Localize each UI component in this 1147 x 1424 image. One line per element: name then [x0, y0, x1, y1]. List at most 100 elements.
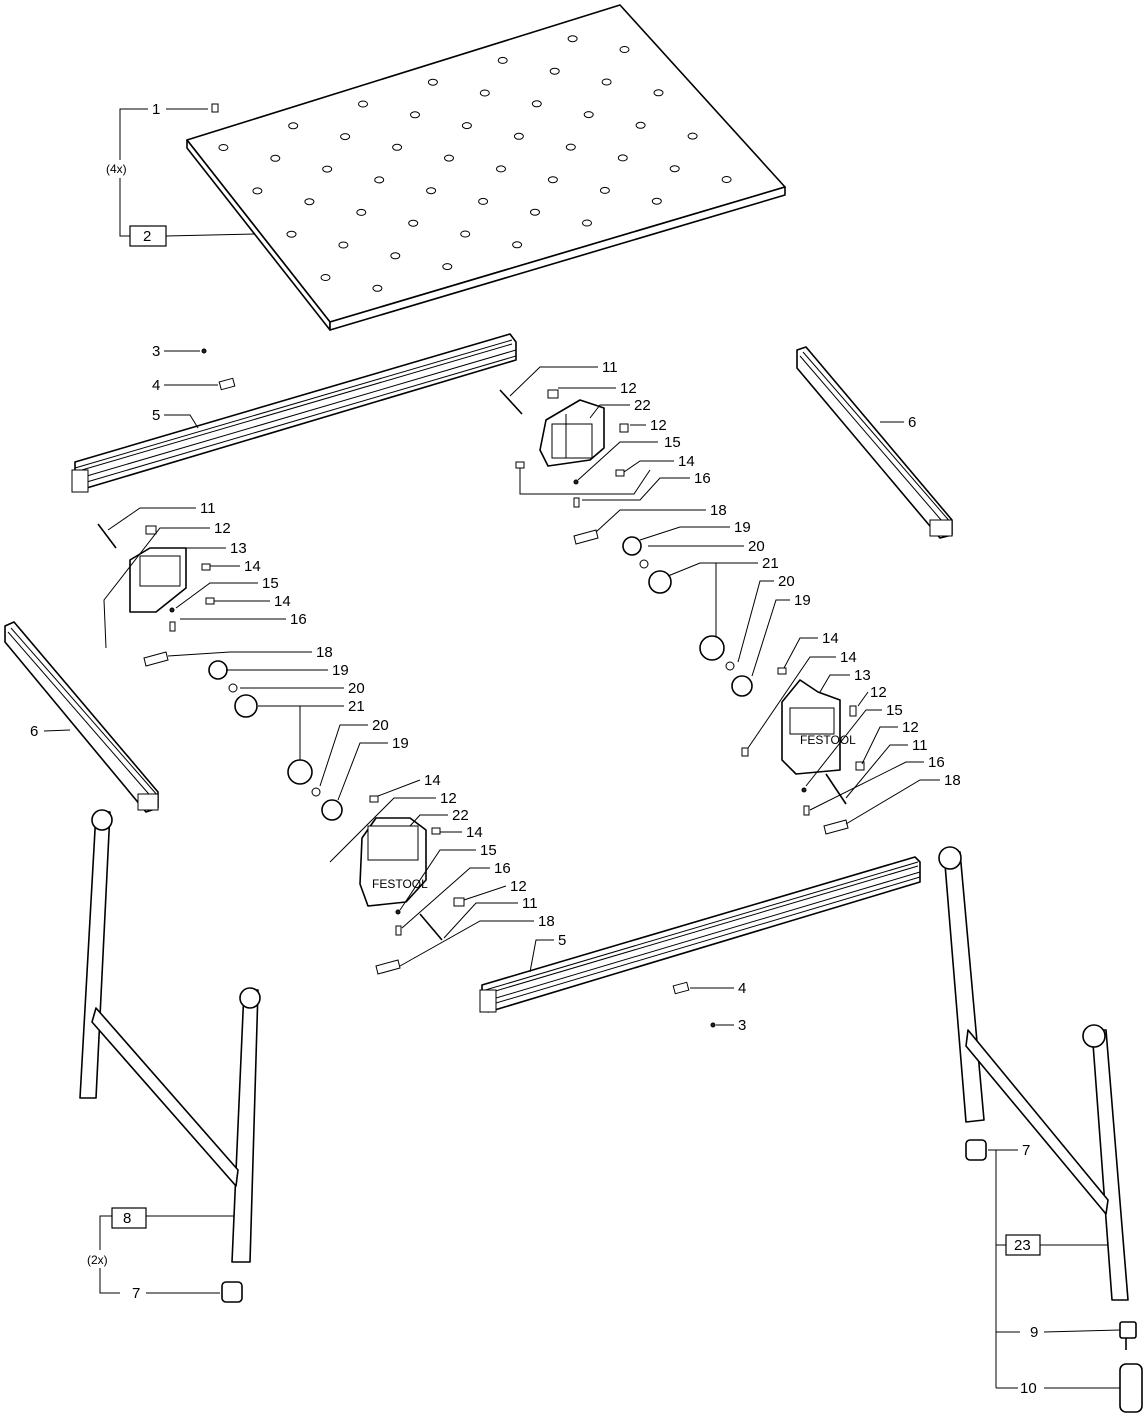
callout-box-8 — [111, 1207, 147, 1229]
callout-11: 11 — [200, 500, 216, 517]
table-top-hole — [444, 154, 454, 162]
table-top-hole — [358, 100, 368, 108]
table-top-hole — [582, 219, 592, 227]
callout-5: 5 — [152, 407, 160, 424]
table-top-hole — [270, 154, 281, 162]
table-top-hole — [322, 165, 333, 173]
callout-12: 12 — [620, 380, 637, 397]
callout-14: 14 — [244, 558, 261, 575]
callout-21: 21 — [348, 698, 365, 715]
callout-3: 3 — [152, 343, 160, 360]
callout-18: 18 — [944, 772, 961, 789]
callout-16: 16 — [694, 470, 711, 487]
table-top-holes — [218, 35, 732, 292]
table-top-hole — [583, 111, 594, 119]
table-top-hole — [338, 241, 349, 249]
callout-20: 20 — [748, 538, 765, 555]
callout-14: 14 — [274, 593, 291, 610]
callout-12: 12 — [510, 878, 527, 895]
table-top-hole — [461, 122, 472, 130]
foot-cap-right — [965, 1139, 987, 1161]
table-top-hole — [304, 198, 315, 206]
table-top-hole — [669, 165, 680, 173]
table-top-hole — [513, 132, 524, 140]
table-top-hole — [496, 165, 506, 173]
table-top-hole — [512, 241, 523, 249]
callout-box-23 — [1005, 1234, 1041, 1256]
table-top-hole — [547, 176, 558, 184]
table-top-hole — [497, 56, 508, 64]
callout-6: 6 — [30, 723, 38, 740]
bracket-22-top — [539, 399, 605, 467]
table-top-hole — [410, 111, 420, 119]
callout-4: 4 — [738, 980, 746, 997]
callout-9: 9 — [1030, 1324, 1038, 1341]
part-1-screw — [211, 103, 219, 113]
table-top-hole — [721, 176, 732, 183]
table-top-hole — [356, 208, 367, 216]
callout-15: 15 — [480, 842, 497, 859]
table-top-hole — [653, 89, 664, 97]
table-top-hole — [530, 208, 540, 216]
callout-2x: (2x) — [87, 1253, 108, 1267]
leg-frame-right — [938, 846, 1129, 1301]
table-top-hole — [442, 263, 453, 271]
callout-23: 23 — [1014, 1237, 1031, 1254]
table-top-hole — [601, 78, 612, 86]
callout-16: 16 — [494, 860, 511, 877]
table-top-hole — [392, 143, 403, 151]
leveling-foot-9 — [1119, 1321, 1137, 1350]
long-profile-lower — [479, 856, 921, 1013]
callout-22: 22 — [634, 397, 651, 414]
callout-15: 15 — [262, 575, 279, 592]
callout-14: 14 — [840, 649, 857, 666]
bracket-13-left — [129, 547, 187, 613]
table-top-hole — [286, 230, 297, 238]
table-top-hole — [460, 230, 471, 238]
table-top-hole — [426, 187, 437, 195]
callout-7: 7 — [1022, 1142, 1030, 1159]
callout-16: 16 — [290, 611, 307, 628]
leg-frame-left — [79, 809, 261, 1263]
callout-box-2 — [129, 225, 167, 247]
callout-14: 14 — [822, 630, 839, 647]
callout-14: 14 — [424, 772, 441, 789]
short-profile-left — [4, 621, 159, 813]
table-top-hole — [617, 154, 628, 162]
callout-18: 18 — [316, 644, 333, 661]
callout-13: 13 — [230, 540, 247, 557]
table-top-hole — [567, 35, 578, 43]
table-top-hole — [599, 186, 610, 194]
table-top-hole — [408, 219, 419, 227]
callout-16: 16 — [928, 754, 945, 771]
callout-13: 13 — [854, 667, 871, 684]
callout-12: 12 — [870, 684, 887, 701]
callout-5: 5 — [558, 932, 566, 949]
callout-12: 12 — [902, 719, 919, 736]
table-top-hole — [635, 121, 646, 129]
small-parts — [97, 348, 865, 1028]
callout-11: 11 — [522, 895, 538, 912]
brand-mark-lower: FESTOOL — [372, 877, 428, 891]
table-top-hole — [565, 143, 576, 151]
callout-20: 20 — [348, 680, 365, 697]
callout-15: 15 — [664, 434, 681, 451]
table-top-hole — [390, 252, 401, 260]
table-top-hole — [651, 197, 662, 205]
table-top-hole — [372, 284, 383, 292]
table-top-hole — [687, 132, 698, 140]
table-top — [186, 4, 786, 331]
callout-11: 11 — [602, 359, 618, 376]
callout-12: 12 — [440, 790, 457, 807]
table-top-hole — [218, 144, 229, 151]
callout-18: 18 — [538, 913, 555, 930]
callout-19: 19 — [734, 519, 751, 536]
table-top-hole — [320, 274, 331, 281]
callout-12: 12 — [650, 417, 667, 434]
callout-12: 12 — [214, 520, 231, 537]
callout-3: 3 — [738, 1017, 746, 1034]
callout-20: 20 — [778, 573, 795, 590]
table-top-hole — [340, 133, 351, 141]
bracket-13-right: FESTOOL — [781, 679, 856, 775]
